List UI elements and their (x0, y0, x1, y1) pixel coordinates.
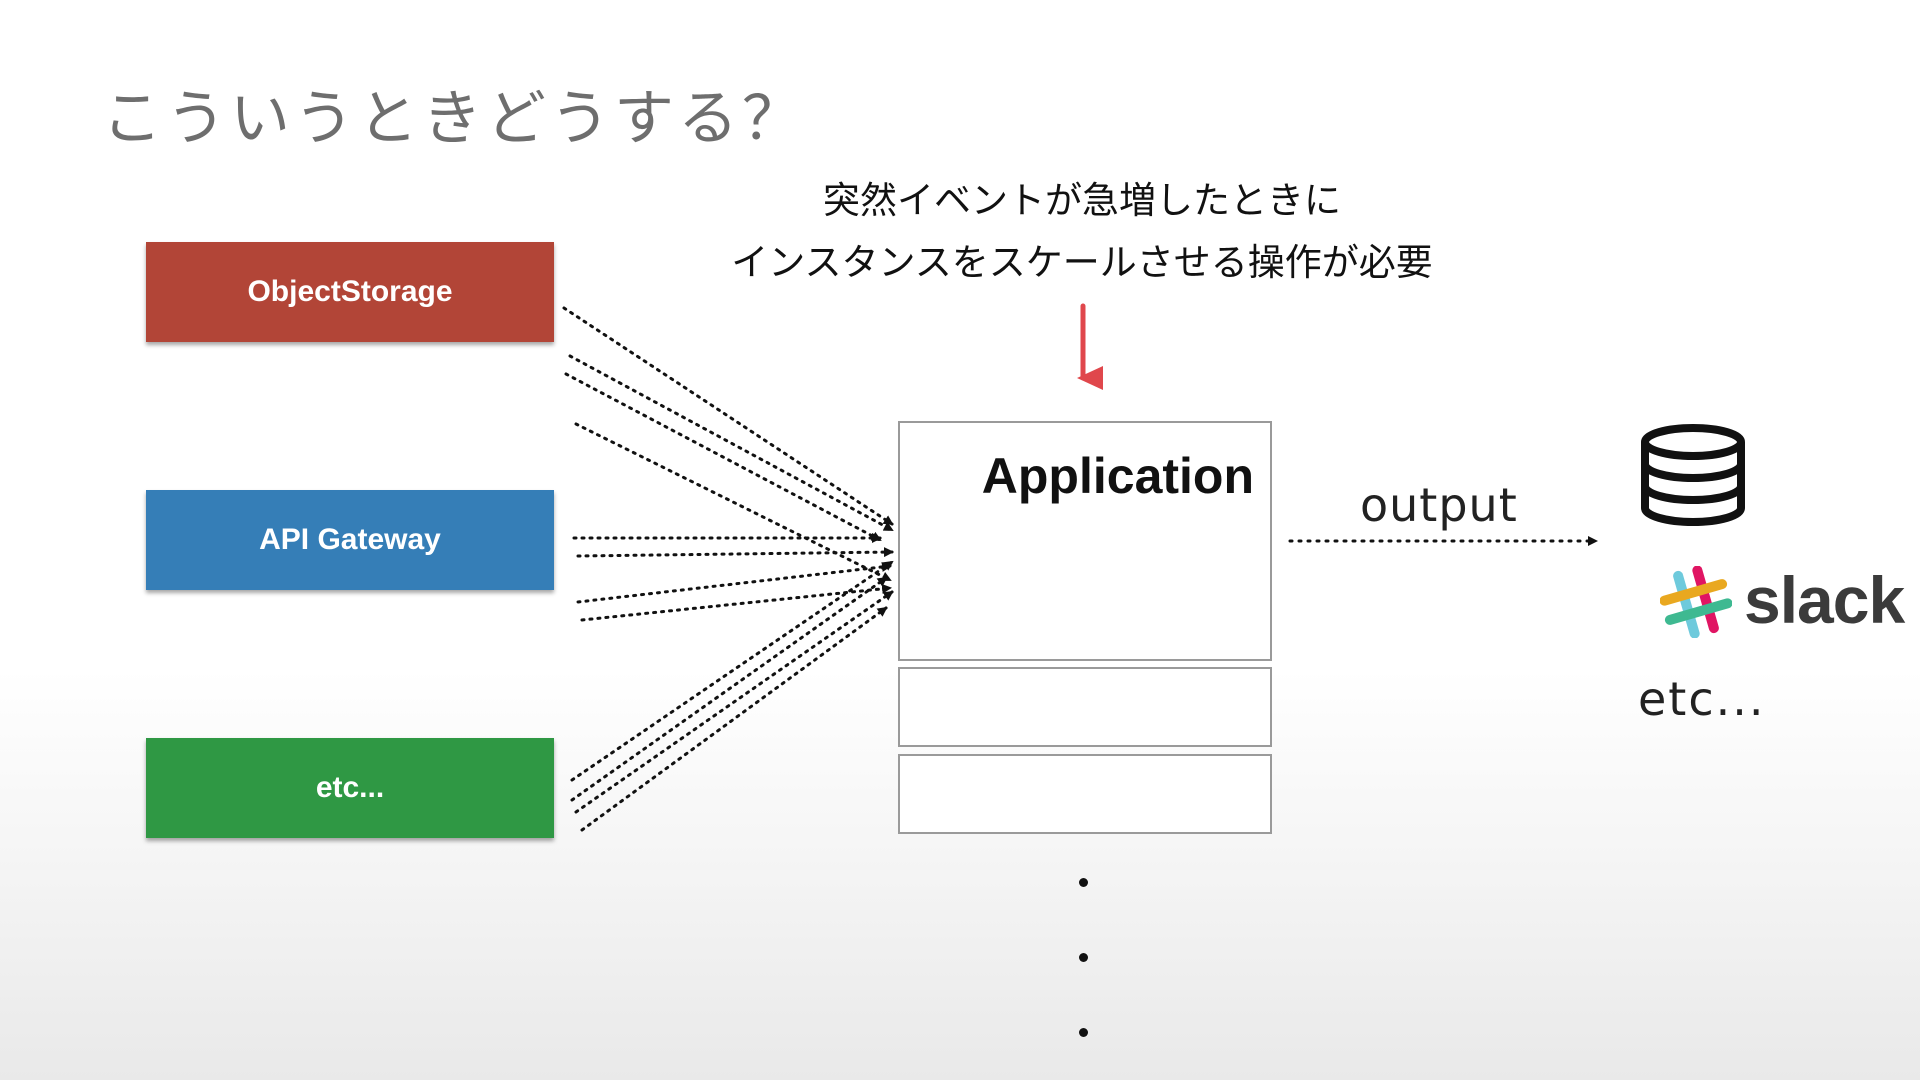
event-arrow (564, 372, 882, 542)
incoming-event-arrows (562, 306, 894, 832)
scale-note-line-2: インスタンスをスケールさせる操作が必要 (731, 241, 1433, 284)
event-arrow (570, 560, 894, 782)
event-arrow (580, 606, 888, 832)
slack-logo: slack (1660, 563, 1910, 638)
instance-box-3 (898, 754, 1272, 834)
output-label: output (1360, 478, 1518, 532)
source-object-storage: ObjectStorage (146, 242, 554, 342)
slack-hash-icon (1660, 566, 1732, 638)
slide-title: こういうときどうする？ (102, 84, 806, 154)
event-arrow (570, 576, 888, 802)
ellipsis-dot-3 (1079, 1028, 1088, 1037)
instance-box-2 (898, 667, 1272, 747)
ellipsis-dot-2 (1079, 953, 1088, 962)
event-arrow (576, 547, 894, 558)
event-arrow (574, 422, 892, 582)
source-etc: etc... (146, 738, 554, 838)
event-arrow (580, 583, 892, 622)
source-api-gateway: API Gateway (146, 490, 554, 590)
scale-note-line-1: 突然イベントが急増したときに (823, 179, 1341, 222)
event-arrow (562, 306, 894, 526)
destination-etc-label: etc... (1638, 672, 1766, 726)
slack-wordmark: slack (1744, 563, 1905, 637)
ellipsis-dot-1 (1079, 878, 1088, 887)
scale-note: 突然イベントが急増したときに インスタンスをスケールさせる操作が必要 (640, 170, 1524, 294)
application-label: Application (981, 448, 1254, 504)
database-icon (1641, 424, 1745, 526)
event-arrow (574, 590, 894, 814)
application-box: Application (898, 421, 1272, 661)
event-arrow (568, 354, 894, 532)
